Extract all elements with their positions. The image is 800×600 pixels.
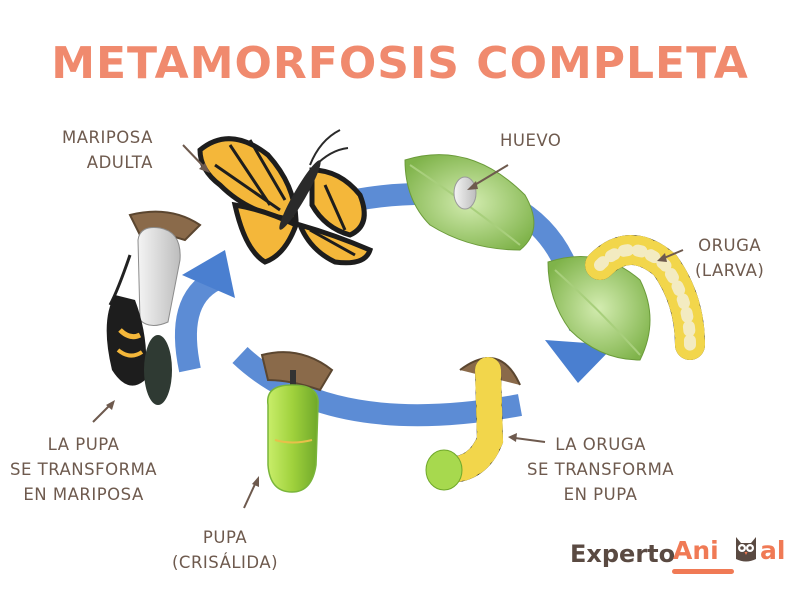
logo-text-ani: Ani xyxy=(673,536,719,565)
pupa-chrysalis xyxy=(260,351,334,493)
cycle-arrowhead-left xyxy=(182,250,235,298)
label-oruga: ORUGA (LARVA) xyxy=(695,236,765,280)
label-pupa-transforma: LA PUPA SE TRANSFORMA EN MARIPOSA xyxy=(10,435,158,504)
label-pupa: PUPA (CRISÁLIDA) xyxy=(172,528,279,572)
cycle-arrowhead-right xyxy=(545,340,615,383)
logo-underline xyxy=(672,569,734,574)
egg-on-leaf xyxy=(404,154,535,251)
wing-upper-left xyxy=(197,136,299,223)
page-title: METAMORFOSIS COMPLETA xyxy=(51,38,749,89)
label-huevo: HUEVO xyxy=(500,131,562,150)
pointer-arrows xyxy=(92,144,684,509)
logo-text-al: al xyxy=(760,536,786,565)
cycle-arrow-left xyxy=(174,270,221,373)
adult-butterfly xyxy=(197,129,374,266)
empty-shell xyxy=(137,227,181,326)
caterpillar-j-shape xyxy=(425,357,521,491)
logo-text-experto: Experto xyxy=(570,540,676,568)
egg-icon xyxy=(453,176,477,210)
pupa-to-butterfly xyxy=(106,210,202,405)
owl-icon xyxy=(736,537,756,562)
cycle-arrow-bottom xyxy=(232,346,522,427)
label-oruga-transforma: LA ORUGA SE TRANSFORMA EN PUPA xyxy=(527,435,675,504)
caterpillar-on-leaf xyxy=(547,235,705,361)
wing-upper-right xyxy=(309,167,367,238)
caterpillar-icon xyxy=(585,235,705,360)
wing-lower-left xyxy=(231,201,300,265)
label-mariposa: MARIPOSA ADULTA xyxy=(62,128,153,172)
butterfly-body xyxy=(279,160,321,230)
